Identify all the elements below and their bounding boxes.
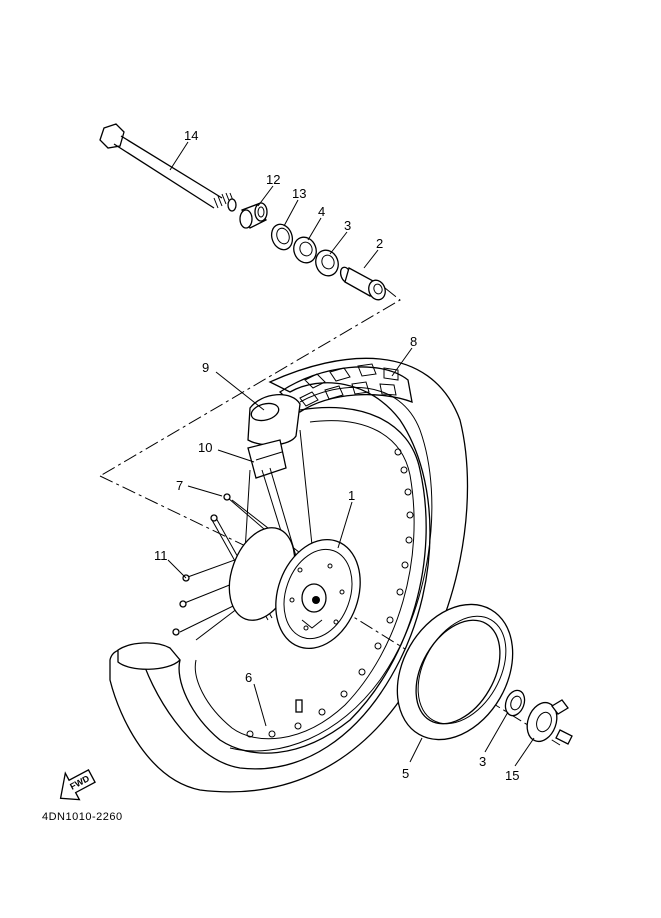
assembly-guide-lines xyxy=(99,287,561,746)
leader-lines xyxy=(167,141,535,767)
hub xyxy=(228,527,361,650)
callout-4: 4 xyxy=(318,204,325,219)
tire-ring xyxy=(396,603,514,741)
rim xyxy=(178,406,427,754)
bearing-upper xyxy=(293,236,317,264)
callout-15: 15 xyxy=(505,768,519,783)
tire xyxy=(109,357,469,793)
collar xyxy=(239,202,268,229)
callout-10: 10 xyxy=(198,440,212,455)
forward-direction-arrow-icon: FWD xyxy=(59,769,96,801)
callout-3-upper: 3 xyxy=(344,218,351,233)
bearing-right xyxy=(504,689,526,717)
oil-seal xyxy=(270,223,294,251)
spoke-holes xyxy=(246,448,414,738)
front-wheel-axle xyxy=(99,123,237,212)
callout-14: 14 xyxy=(184,128,198,143)
spacer xyxy=(339,266,386,301)
callout-11: 11 xyxy=(154,548,168,563)
callout-3-lower: 3 xyxy=(479,754,486,769)
callout-2: 2 xyxy=(376,236,383,251)
rim-band xyxy=(247,439,287,479)
callout-1: 1 xyxy=(348,488,355,503)
callout-6: 6 xyxy=(245,670,252,685)
callout-7: 7 xyxy=(176,478,183,493)
callout-labels: 14 12 13 4 3 2 8 9 10 7 1 11 6 5 3 15 xyxy=(154,128,519,783)
callout-8: 8 xyxy=(410,334,417,349)
callout-5: 5 xyxy=(402,766,409,781)
bearing-lower xyxy=(315,249,339,277)
callout-9: 9 xyxy=(202,360,209,375)
diagram-code: 4DN1010-2260 xyxy=(42,811,123,823)
tire-valve xyxy=(295,699,303,713)
callout-13: 13 xyxy=(292,186,306,201)
speedometer-gear-unit xyxy=(526,699,573,745)
callout-12: 12 xyxy=(266,172,280,187)
